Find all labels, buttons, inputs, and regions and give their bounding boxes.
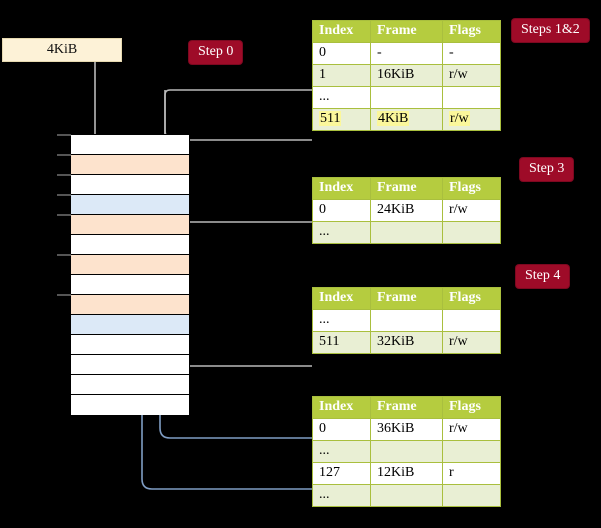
table-cell-frame bbox=[370, 484, 443, 507]
table-row[interactable]: ... bbox=[312, 484, 501, 507]
table-cell-frame: 36KiB bbox=[370, 418, 443, 441]
highlighted-value: r/w bbox=[449, 111, 470, 126]
memory-row-tick bbox=[57, 194, 71, 196]
table-cell-flags: r/w bbox=[442, 64, 501, 87]
table-header-index: Index bbox=[312, 287, 371, 310]
memory-frame-row bbox=[71, 195, 189, 215]
table-cell-index: 0 bbox=[312, 418, 371, 441]
table-cell-index: 127 bbox=[312, 462, 371, 485]
table-cell-frame: 32KiB bbox=[370, 331, 443, 354]
table-row[interactable]: ... bbox=[312, 309, 501, 332]
table-cell-flags bbox=[442, 484, 501, 507]
table-header-flags: Flags bbox=[442, 287, 501, 310]
memory-row-tick bbox=[57, 154, 71, 156]
table-cell-flags: r bbox=[442, 462, 501, 485]
table-header-index: Index bbox=[312, 20, 371, 43]
table-cell-index: ... bbox=[312, 221, 371, 244]
table-cell-frame: 4KiB bbox=[370, 108, 443, 131]
memory-frame-row bbox=[71, 175, 189, 195]
table-cell-index: 0 bbox=[312, 199, 371, 222]
memory-frame-row bbox=[71, 135, 189, 155]
table-header-frame: Frame bbox=[370, 287, 443, 310]
table-header-index: Index bbox=[312, 396, 371, 419]
table-cell-index: ... bbox=[312, 86, 371, 109]
table-header-frame: Frame bbox=[370, 396, 443, 419]
memory-frame-row bbox=[71, 155, 189, 175]
physical-memory-column bbox=[70, 134, 190, 415]
memory-row-tick bbox=[57, 134, 71, 136]
table-header-flags: Flags bbox=[442, 396, 501, 419]
highlighted-value: 511 bbox=[319, 111, 342, 126]
badge-step-0: Step 0 bbox=[189, 41, 243, 64]
table-cell-index: ... bbox=[312, 484, 371, 507]
table-cell-frame: 24KiB bbox=[370, 199, 443, 222]
table-cell-frame: 16KiB bbox=[370, 64, 443, 87]
memory-frame-row bbox=[71, 315, 189, 335]
table-cell-flags bbox=[442, 221, 501, 244]
table-header-flags: Flags bbox=[442, 20, 501, 43]
table-cell-flags: - bbox=[442, 42, 501, 65]
table-row[interactable]: 511 4KiB r/w bbox=[312, 108, 501, 131]
memory-frame-row bbox=[71, 275, 189, 295]
table-cell-index: ... bbox=[312, 309, 371, 332]
badge-step-3: Step 3 bbox=[520, 158, 574, 181]
table-cell-frame bbox=[370, 309, 443, 332]
memory-frame-row bbox=[71, 215, 189, 235]
table-cell-flags: r/w bbox=[442, 199, 501, 222]
table-cell-index: 511 bbox=[312, 331, 371, 354]
table-row[interactable]: ... bbox=[312, 221, 501, 244]
table-cell-index: 511 bbox=[312, 108, 371, 131]
memory-frame-row bbox=[71, 255, 189, 275]
table-cell-index: 0 bbox=[312, 42, 371, 65]
table-row[interactable]: 0-- bbox=[312, 42, 501, 65]
table-cell-index: 1 bbox=[312, 64, 371, 87]
table-row[interactable]: ... bbox=[312, 86, 501, 109]
memory-row-tick bbox=[57, 214, 71, 216]
memory-frame-row bbox=[71, 295, 189, 315]
table-cell-flags bbox=[442, 440, 501, 463]
table-cell-index: ... bbox=[312, 440, 371, 463]
table-cell-frame: 12KiB bbox=[370, 462, 443, 485]
memory-frame-row bbox=[71, 395, 189, 415]
table-row[interactable]: ... bbox=[312, 440, 501, 463]
table-cell-flags bbox=[442, 309, 501, 332]
memory-frame-row bbox=[71, 235, 189, 255]
table-header-flags: Flags bbox=[442, 177, 501, 200]
frame-size-box: 4KiB bbox=[2, 38, 122, 62]
badge-steps-1-2: Steps 1&2 bbox=[512, 19, 589, 42]
memory-frame-row bbox=[71, 335, 189, 355]
badge-step-4: Step 4 bbox=[516, 265, 570, 288]
memory-row-tick bbox=[57, 254, 71, 256]
table-cell-flags: r/w bbox=[442, 108, 501, 131]
memory-row-tick bbox=[57, 294, 71, 296]
table-cell-frame bbox=[370, 86, 443, 109]
table-cell-flags: r/w bbox=[442, 418, 501, 441]
table-header-frame: Frame bbox=[370, 20, 443, 43]
table-cell-flags bbox=[442, 86, 501, 109]
memory-frame-row bbox=[71, 375, 189, 395]
table-header-index: Index bbox=[312, 177, 371, 200]
memory-row-tick bbox=[57, 174, 71, 176]
table-header-frame: Frame bbox=[370, 177, 443, 200]
highlighted-value: 4KiB bbox=[377, 111, 410, 126]
table-cell-frame: - bbox=[370, 42, 443, 65]
memory-frame-row bbox=[71, 355, 189, 375]
table-cell-flags: r/w bbox=[442, 331, 501, 354]
table-cell-frame bbox=[370, 440, 443, 463]
table-cell-frame bbox=[370, 221, 443, 244]
